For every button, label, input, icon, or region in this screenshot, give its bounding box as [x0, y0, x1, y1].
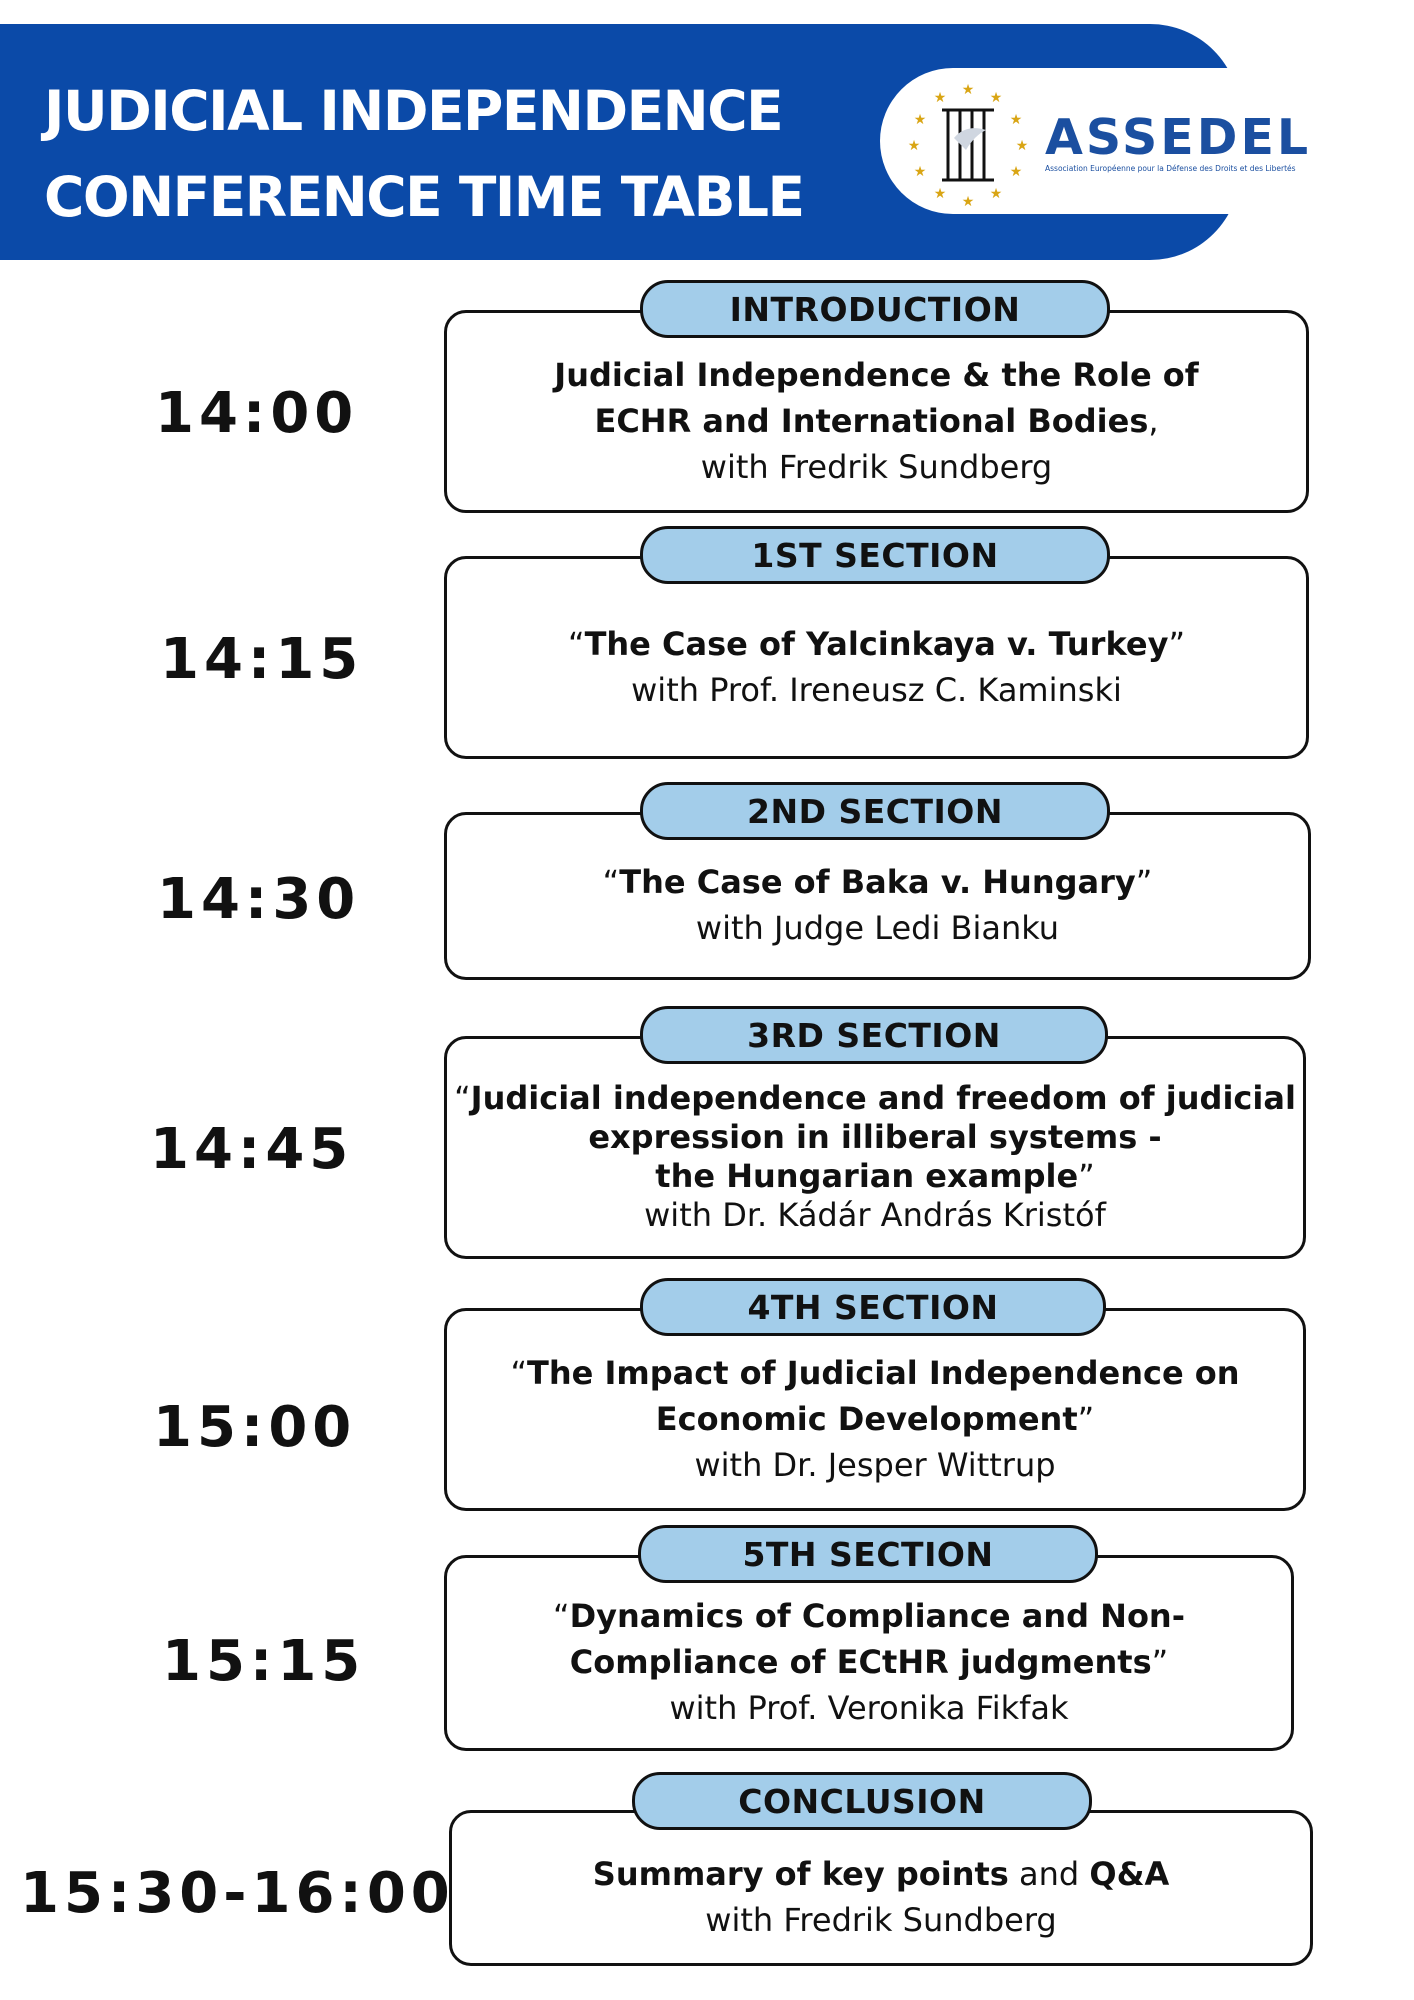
- session-text-line: “Judicial independence and freedom of ju…: [454, 1079, 1296, 1118]
- session-time: 14:45: [150, 1117, 354, 1182]
- session-text-line: the Hungarian example”: [454, 1157, 1296, 1196]
- session-card: “The Case of Baka v. Hungary” with Judge …: [444, 812, 1311, 980]
- svg-text:★: ★: [990, 90, 1003, 106]
- session-text: “: [553, 1597, 570, 1635]
- section-label: 5TH SECTION: [638, 1525, 1098, 1583]
- svg-text:★: ★: [1010, 164, 1023, 180]
- session-time: 15:00: [153, 1395, 357, 1460]
- svg-text:★: ★: [962, 82, 975, 98]
- session-text: ”: [1168, 624, 1186, 663]
- session-text: “: [510, 1353, 528, 1392]
- session-time: 14:30: [157, 867, 361, 932]
- session-text: ”: [1135, 863, 1153, 901]
- section-label: 1ST SECTION: [640, 526, 1110, 584]
- session-text: with Fredrik Sundberg: [705, 1901, 1057, 1939]
- session-title-text: The Impact of Judicial Independence on: [527, 1353, 1240, 1392]
- title-line-1: JUDICIAL INDEPENDENCE: [44, 79, 784, 143]
- assedel-logo-icon: ★ ★ ★ ★ ★ ★ ★ ★ ★ ★ ★ ★: [908, 82, 1029, 206]
- session-card: Summary of key points and Q&A with Fredri…: [449, 1810, 1313, 1966]
- session-text: ”: [1078, 1156, 1095, 1195]
- session-card: “The Case of Yalcinkaya v. Turkey”with P…: [444, 556, 1309, 759]
- session-text-line: Economic Development”: [510, 1396, 1239, 1442]
- session-title-text: Judicial independence and freedom of jud…: [470, 1078, 1296, 1117]
- session-text: “: [567, 624, 585, 663]
- session-title-text: ECHR and International Bodies: [594, 401, 1149, 440]
- session-time: 15:15: [162, 1629, 366, 1694]
- session-text-line: “The Impact of Judicial Independence on: [510, 1350, 1239, 1396]
- session-card: “Dynamics of Compliance and Non-Complian…: [444, 1555, 1294, 1751]
- section-label: 2ND SECTION: [640, 782, 1110, 840]
- session-text: with Dr. Kádár András Kristóf: [644, 1195, 1106, 1234]
- session-text: with Fredrik Sundberg: [700, 447, 1053, 486]
- session-text-line: with Prof. Veronika Fikfak: [553, 1685, 1185, 1731]
- svg-text:★: ★: [1016, 138, 1029, 154]
- session-text: ”: [1077, 1399, 1095, 1438]
- session-text: with Prof. Veronika Fikfak: [669, 1689, 1069, 1727]
- session-title-text: The Case of Yalcinkaya v. Turkey: [584, 624, 1169, 663]
- session-text-line: with Fredrik Sundberg: [593, 1897, 1169, 1943]
- session-text-line: “The Case of Yalcinkaya v. Turkey”: [568, 621, 1185, 667]
- session-title-text: Judicial Independence & the Role of: [554, 355, 1199, 394]
- svg-text:★: ★: [934, 90, 947, 106]
- session-text-line: ECHR and International Bodies,: [554, 398, 1198, 444]
- session-text-line: with Dr. Jesper Wittrup: [510, 1442, 1239, 1488]
- session-text: ”: [1151, 1643, 1169, 1681]
- section-label: 3RD SECTION: [640, 1006, 1108, 1064]
- session-time: 14:00: [155, 381, 359, 446]
- session-text: with Dr. Jesper Wittrup: [694, 1445, 1056, 1484]
- title-line-2: CONFERENCE TIME TABLE: [44, 165, 805, 229]
- svg-text:★: ★: [934, 186, 947, 202]
- section-label: INTRODUCTION: [640, 280, 1110, 338]
- logo-name: ASSEDEL: [1045, 109, 1312, 166]
- session-text-line: “The Case of Baka v. Hungary”: [603, 859, 1153, 905]
- session-time: 14:15: [160, 627, 364, 692]
- session-text: with Judge Ledi Bianku: [695, 909, 1060, 947]
- session-text-line: with Dr. Kádár András Kristóf: [454, 1196, 1296, 1235]
- logo-subtitle: Association Européenne pour la Défense d…: [1045, 164, 1296, 173]
- svg-text:★: ★: [914, 112, 927, 128]
- session-text: “: [454, 1078, 471, 1117]
- session-text-line: “Dynamics of Compliance and Non-: [553, 1593, 1185, 1639]
- session-text-line: expression in illiberal systems -: [454, 1118, 1296, 1157]
- svg-text:★: ★: [990, 186, 1003, 202]
- session-text-line: Judicial Independence & the Role of: [554, 352, 1198, 398]
- session-title-text: the Hungarian example: [655, 1156, 1079, 1195]
- session-text-line: Compliance of ECtHR judgments”: [553, 1639, 1185, 1685]
- session-title-text: Dynamics of Compliance and Non-: [569, 1597, 1185, 1635]
- section-label: CONCLUSION: [632, 1772, 1092, 1830]
- session-title-text: expression in illiberal systems -: [588, 1117, 1162, 1156]
- logo-badge: [880, 68, 1320, 214]
- session-text: and: [1008, 1855, 1090, 1893]
- session-card: “Judicial independence and freedom of ju…: [444, 1036, 1306, 1259]
- svg-text:★: ★: [962, 194, 975, 206]
- session-text: “: [602, 863, 620, 901]
- session-text-line: Summary of key points and Q&A: [593, 1851, 1169, 1897]
- session-title-text: Economic Development: [655, 1399, 1078, 1438]
- session-title-text: Summary of key points: [592, 1855, 1009, 1893]
- svg-text:★: ★: [914, 164, 927, 180]
- session-text: with Prof. Ireneusz C. Kaminski: [631, 670, 1122, 709]
- session-title-text: The Case of Baka v. Hungary: [619, 863, 1136, 901]
- page-title: JUDICIAL INDEPENDENCE CONFERENCE TIME TA…: [44, 68, 805, 240]
- session-text-line: with Fredrik Sundberg: [554, 444, 1198, 490]
- session-time: 15:30-16:00: [20, 1861, 455, 1926]
- session-text-line: with Judge Ledi Bianku: [603, 905, 1153, 951]
- session-title-text: Compliance of ECtHR judgments: [569, 1643, 1152, 1681]
- session-card: Judicial Independence & the Role of ECHR …: [444, 310, 1309, 513]
- svg-text:★: ★: [1010, 112, 1023, 128]
- section-label: 4TH SECTION: [640, 1278, 1106, 1336]
- svg-text:★: ★: [908, 138, 921, 154]
- session-text: ,: [1148, 401, 1159, 440]
- session-title-text: Q&A: [1089, 1855, 1170, 1893]
- session-text-line: with Prof. Ireneusz C. Kaminski: [568, 667, 1185, 713]
